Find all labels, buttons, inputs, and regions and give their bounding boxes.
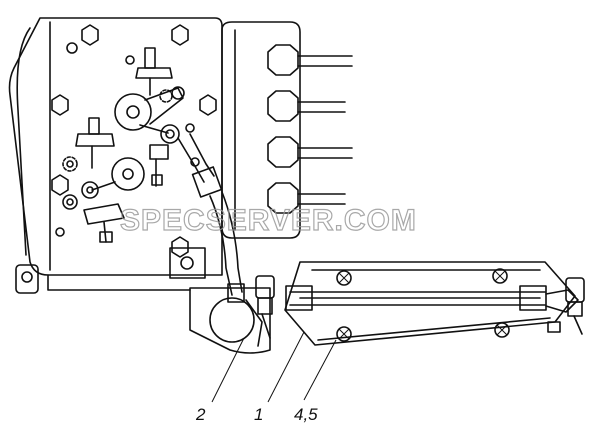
pipe-fitting-2 (267, 90, 346, 122)
bolt-bottom-left (336, 326, 352, 342)
linkage-mechanism (62, 47, 185, 243)
control-rod (177, 133, 243, 296)
callout-label-1: 1 (254, 405, 263, 424)
pipe-fitting-3 (267, 136, 353, 168)
actuator-assembly (189, 275, 275, 354)
bolt-bottom-right (494, 322, 510, 338)
pipe-fitting-4 (267, 182, 346, 214)
main-housing (8, 17, 223, 294)
callout-label-4-5: 4,5 (294, 405, 318, 424)
pipe-fitting-1 (267, 44, 353, 76)
fitting-block (221, 21, 353, 239)
bolt-top-left (336, 270, 352, 286)
watermark-text: SPECSERVER.COM (120, 204, 417, 237)
cylinder-assembly (284, 261, 585, 346)
bolt-top-right (492, 268, 508, 284)
callout-label-2: 2 (195, 405, 206, 424)
mounting-bolts (336, 268, 510, 342)
leader-lines (211, 331, 337, 403)
